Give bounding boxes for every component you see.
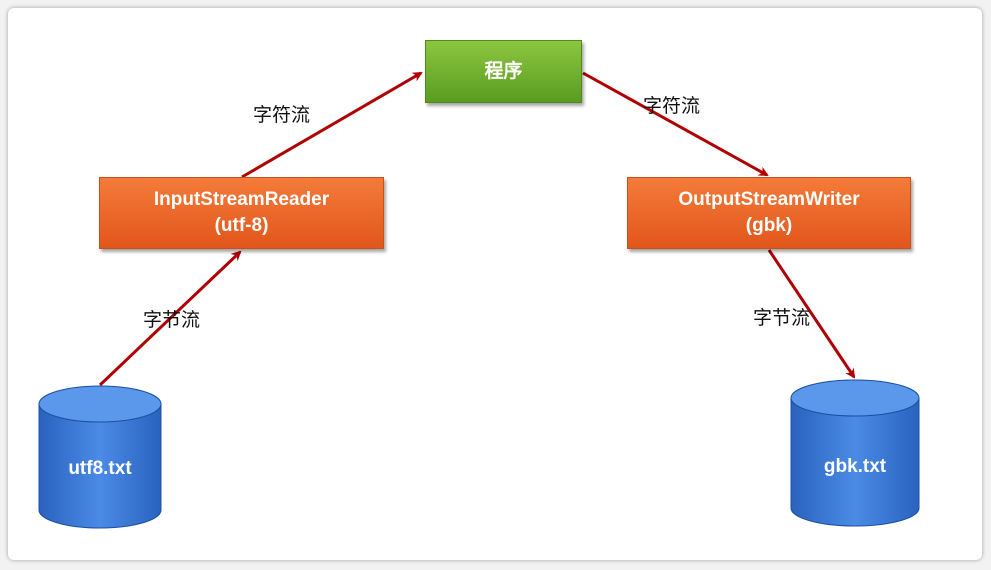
arrow-source-to-reader [98,250,242,387]
edge-label-writer-to-target: 字节流 [753,307,811,329]
reader-charset-label: (utf-8) [214,215,269,236]
target-file-label: gbk.txt [823,456,887,477]
edge-label-reader-to-program: 字符流 [253,104,311,126]
reader-class-label: InputStreamReader [153,189,330,210]
source-file-cylinder [38,385,162,529]
writer-class-label: OutputStreamWriter [678,189,860,210]
arrow-program-to-writer [582,71,769,177]
arrow-writer-to-target [767,249,856,379]
input-stream-reader-node: InputStreamReader (utf-8) [99,177,384,249]
edge-label-source-to-reader: 字节流 [143,309,201,331]
program-label: 程序 [484,60,523,82]
edge-label-program-to-writer: 字符流 [643,95,701,117]
output-stream-writer-node: OutputStreamWriter (gbk) [627,177,911,249]
target-file-cylinder [790,379,920,527]
program-node: 程序 [425,40,582,103]
arrow-reader-to-program [241,71,423,179]
writer-charset-label: (gbk) [745,215,793,236]
source-file-label: utf8.txt [68,458,132,479]
